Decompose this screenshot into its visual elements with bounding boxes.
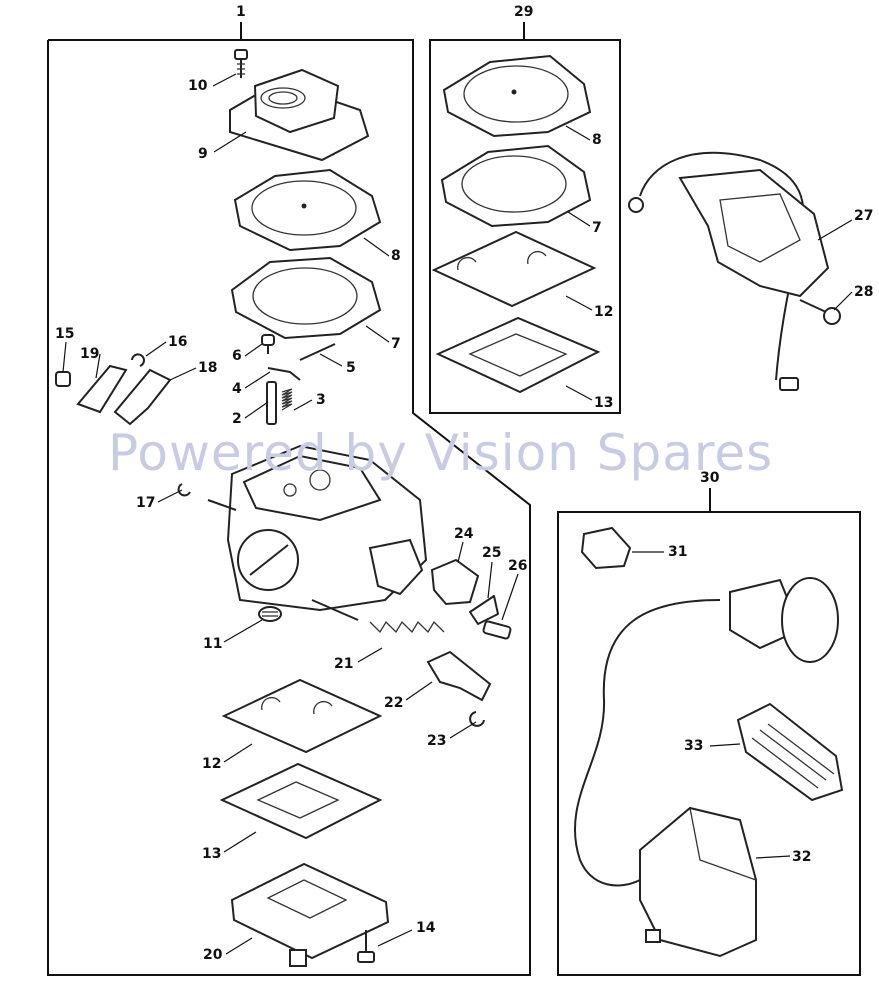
needle-parts <box>261 334 336 425</box>
screw-14 <box>357 930 375 963</box>
label-part-12-left: 12 <box>202 756 222 772</box>
leader-lines <box>62 73 853 955</box>
screw-28 <box>799 299 841 325</box>
ignition-coil-32 <box>639 806 757 958</box>
frame-group-30 <box>557 488 861 976</box>
label-part-15: 15 <box>55 326 75 342</box>
base-cover-20 <box>230 862 390 967</box>
gasket-7-left <box>230 256 382 340</box>
choke-parts <box>430 558 512 640</box>
filter-screen-11 <box>258 606 282 622</box>
label-part-13-left: 13 <box>202 846 222 862</box>
label-part-22: 22 <box>384 695 404 711</box>
label-part-31: 31 <box>668 544 688 560</box>
diaphragm-8-left <box>233 168 382 252</box>
ignition-module-27 <box>628 151 830 391</box>
connector-31 <box>580 526 632 570</box>
lower-gasket-13 <box>219 762 383 840</box>
label-part-9: 9 <box>198 146 208 162</box>
label-part-33: 33 <box>684 738 704 754</box>
spark-plug-cap-wire <box>574 577 839 887</box>
label-part-6: 6 <box>232 348 242 364</box>
label-part-28: 28 <box>854 284 874 300</box>
cover-9 <box>229 68 370 162</box>
label-part-3: 3 <box>316 392 326 408</box>
label-part-7-left: 7 <box>391 336 401 352</box>
frame-group-1 <box>47 22 531 976</box>
label-group-29: 29 <box>514 4 534 20</box>
label-part-14: 14 <box>416 920 436 936</box>
label-part-26: 26 <box>508 558 528 574</box>
carburetor-body <box>207 444 428 621</box>
label-part-12-kit: 12 <box>594 304 614 320</box>
label-part-4: 4 <box>232 381 242 397</box>
label-group-1: 1 <box>236 4 246 20</box>
label-part-8-left: 8 <box>391 248 401 264</box>
kit-diaphragm-8 <box>442 54 592 138</box>
kit-gasket-12 <box>431 230 597 308</box>
label-group-30: 30 <box>700 470 720 486</box>
screw-10 <box>234 49 248 78</box>
label-part-5: 5 <box>346 360 356 376</box>
lower-gasket-12 <box>221 678 383 754</box>
label-part-21: 21 <box>334 656 354 672</box>
kit-gasket-7 <box>440 144 592 228</box>
label-part-27: 27 <box>854 208 874 224</box>
label-part-13-kit: 13 <box>594 395 614 411</box>
label-part-23: 23 <box>427 733 447 749</box>
label-part-32: 32 <box>792 849 812 865</box>
label-part-2: 2 <box>232 411 242 427</box>
fuel-filter-33 <box>736 702 844 802</box>
label-part-24: 24 <box>454 526 474 542</box>
label-part-7-kit: 7 <box>592 220 602 236</box>
label-part-18: 18 <box>198 360 218 376</box>
kit-gasket-13 <box>435 316 601 394</box>
label-part-17: 17 <box>136 495 156 511</box>
label-part-25: 25 <box>482 545 502 561</box>
lever-parts <box>55 353 191 497</box>
label-part-10: 10 <box>188 78 208 94</box>
label-part-8-kit: 8 <box>592 132 602 148</box>
label-part-20: 20 <box>203 947 223 963</box>
frame-group-29 <box>429 22 621 414</box>
label-part-16: 16 <box>168 334 188 350</box>
label-part-11: 11 <box>203 636 223 652</box>
label-part-19: 19 <box>80 346 100 362</box>
